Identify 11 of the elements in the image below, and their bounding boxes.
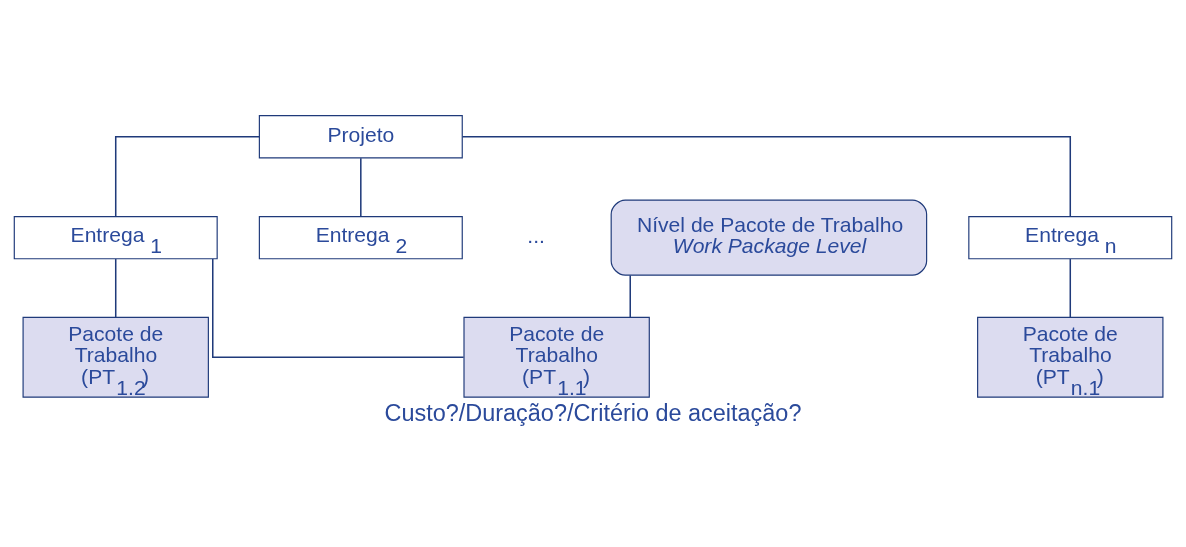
connector — [1069, 257, 1072, 318]
node-box: Projeto — [258, 114, 463, 158]
node-box: Nível de Pacote de Trabalho Work Package Level — [610, 199, 928, 276]
label: ... — [527, 223, 545, 247]
connector — [212, 257, 465, 358]
connector — [114, 135, 261, 217]
connector — [629, 274, 631, 318]
connector — [360, 156, 362, 217]
connector — [114, 257, 117, 318]
connector — [461, 135, 1072, 217]
caption: Custo?/Duração?/Critério de aceitação? — [384, 399, 802, 426]
